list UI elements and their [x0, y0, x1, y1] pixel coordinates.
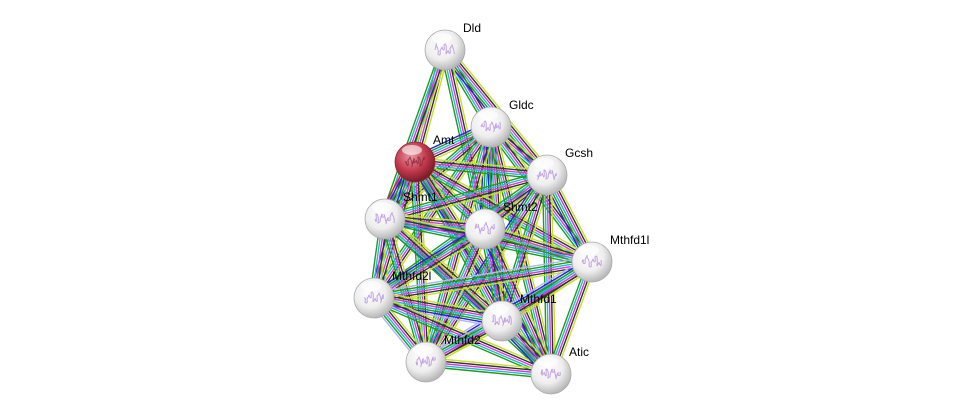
- evidence-line: [412, 165, 591, 267]
- evidence-line: [377, 129, 496, 301]
- protein-structure-icon: [434, 43, 455, 56]
- evidence-line: [385, 176, 548, 222]
- evidence-line: [372, 299, 551, 377]
- node-amt[interactable]: Amt: [394, 133, 455, 183]
- protein-structure-icon: [474, 222, 495, 235]
- node-label: Atic: [569, 345, 589, 359]
- protein-structure-icon: [540, 368, 561, 380]
- evidence-line: [414, 163, 547, 178]
- node-highlight: [538, 357, 558, 367]
- evidence-line: [541, 175, 548, 375]
- node-label: Shmt1: [403, 190, 438, 204]
- evidence-line: [383, 170, 547, 216]
- evidence-line: [425, 365, 551, 380]
- evidence-line: [426, 356, 552, 371]
- evidence-line: [386, 218, 429, 362]
- node-gcsh[interactable]: Gcsh: [526, 146, 593, 196]
- node-label: Shmt2: [503, 200, 538, 214]
- evidence-line: [375, 293, 554, 371]
- node-gldc[interactable]: Gldc: [470, 98, 534, 148]
- evidence-line: [425, 228, 486, 363]
- node-highlight: [372, 202, 392, 212]
- evidence-line: [370, 223, 483, 294]
- node-highlight: [478, 110, 498, 120]
- node-label: Mthfd2l: [392, 269, 431, 283]
- evidence-line: [415, 159, 548, 174]
- evidence-line: [373, 260, 592, 298]
- evidence-line: [411, 163, 549, 377]
- evidence-line: [374, 292, 503, 318]
- edge-Mthfd2-Atic[interactable]: [425, 356, 552, 380]
- node-mthfd1l[interactable]: Mthfd1l: [571, 233, 649, 283]
- evidence-line: [372, 255, 592, 294]
- evidence-line: [423, 227, 484, 362]
- node-shmt2[interactable]: Shmt2: [464, 200, 538, 250]
- evidence-line: [412, 162, 425, 363]
- node-highlight: [402, 145, 422, 155]
- protein-structure-icon: [374, 212, 395, 225]
- evidence-line: [388, 214, 507, 318]
- evidence-line: [373, 227, 485, 298]
- evidence-line: [415, 156, 548, 172]
- node-highlight: [413, 345, 433, 355]
- node-label: Amt: [433, 133, 455, 147]
- node-highlight: [361, 281, 381, 291]
- evidence-line: [375, 290, 504, 316]
- protein-structure-icon: [415, 356, 436, 368]
- protein-structure-icon: [480, 120, 501, 133]
- node-label: Dld: [463, 21, 481, 35]
- evidence-line: [427, 229, 488, 364]
- edge-Shmt2-Mthfd2[interactable]: [421, 226, 490, 365]
- evidence-line: [384, 174, 548, 220]
- evidence-line: [374, 295, 553, 373]
- edge-Shmt2-Mthfd2l[interactable]: [370, 223, 489, 304]
- node-label: Gldc: [509, 98, 534, 112]
- evidence-line: [374, 295, 503, 320]
- node-highlight: [534, 158, 554, 168]
- evidence-line: [374, 262, 593, 300]
- protein-structure-icon: [581, 255, 602, 268]
- node-label: Mthfd2: [444, 333, 481, 347]
- protein-structure-icon: [363, 291, 384, 304]
- evidence-line: [371, 225, 484, 296]
- node-highlight: [472, 212, 492, 222]
- evidence-line: [425, 363, 551, 377]
- evidence-line: [380, 48, 442, 218]
- protein-structure-icon: [404, 156, 425, 168]
- evidence-line: [384, 172, 547, 218]
- evidence-line: [381, 221, 549, 378]
- evidence-line: [426, 359, 552, 373]
- evidence-line: [421, 226, 482, 361]
- node-highlight: [432, 33, 452, 43]
- node-layer: DldGldcAmtGcshShmt1Shmt2Mthfd1lMthfd2lMt…: [353, 21, 649, 395]
- evidence-line: [373, 126, 492, 299]
- node-mthfd2l[interactable]: Mthfd2l: [353, 269, 431, 319]
- evidence-line: [414, 161, 548, 176]
- protein-structure-icon: [536, 169, 557, 181]
- evidence-line: [384, 218, 427, 363]
- protein-structure-icon: [491, 314, 512, 327]
- node-mthfd2[interactable]: Mthfd2: [405, 333, 481, 383]
- evidence-line: [429, 230, 490, 365]
- evidence-line: [374, 229, 486, 300]
- node-highlight: [579, 245, 599, 255]
- node-mthfd1[interactable]: Mthfd1: [481, 292, 557, 342]
- node-label: Gcsh: [565, 146, 593, 160]
- node-dld[interactable]: Dld: [424, 21, 481, 71]
- node-highlight: [489, 304, 509, 314]
- evidence-line: [374, 264, 593, 302]
- node-atic[interactable]: Atic: [530, 345, 589, 395]
- evidence-line: [425, 361, 552, 375]
- evidence-line: [373, 258, 592, 296]
- node-label: Mthfd1: [520, 292, 557, 306]
- node-label: Mthfd1l: [610, 233, 649, 247]
- evidence-line: [382, 219, 425, 363]
- node-shmt1[interactable]: Shmt1: [364, 190, 438, 240]
